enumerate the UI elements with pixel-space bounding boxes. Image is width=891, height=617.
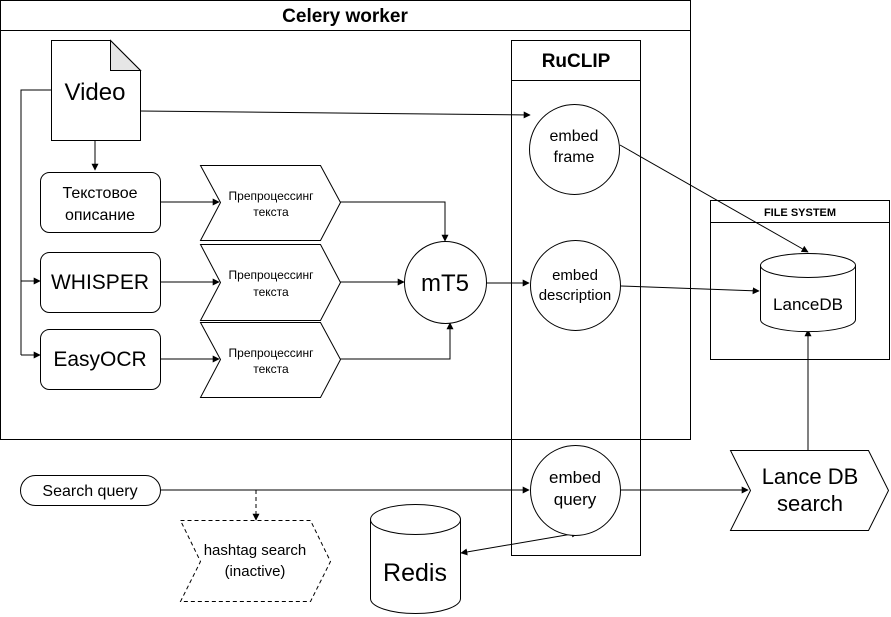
svg-text:hashtag search: hashtag search <box>204 542 307 559</box>
search-query-label: Search query <box>42 483 137 500</box>
text-description-line-2: описание <box>65 207 135 224</box>
lance-db-search-line-2: search <box>777 491 843 516</box>
embed-frame-line-2: frame <box>554 149 595 166</box>
preprocessing-1-line-2: текста <box>253 205 289 219</box>
text-description-node: Текстовое описание <box>40 172 161 233</box>
svg-text:описание: описание <box>65 207 135 224</box>
lance-db-search-line-1: Lance DB <box>762 464 859 489</box>
preprocessing-3-line-1: Препроцессинг <box>229 346 315 360</box>
svg-text:Препроцессинг: Препроцессинг <box>229 346 315 360</box>
svg-text:embed: embed <box>550 128 599 145</box>
svg-text:search: search <box>777 491 843 516</box>
search-query-node: Search query <box>20 475 161 506</box>
hashtag-search-line-1: hashtag search <box>204 542 307 559</box>
video-left-bus <box>20 89 51 355</box>
preprocessing-step-2: Препроцессинг текста <box>199 244 342 321</box>
svg-text:frame: frame <box>554 149 595 166</box>
svg-text:текста: текста <box>253 285 289 299</box>
arrow-video-to-embed-frame <box>139 110 531 119</box>
embed-frame-node: embed frame <box>529 104 620 195</box>
whisper-label: WHISPER <box>51 271 149 294</box>
preprocessing-2-line-1: Препроцессинг <box>229 268 315 282</box>
preprocessing-1-line-1: Препроцессинг <box>229 189 315 203</box>
text-description-line-1: Текстовое <box>62 185 137 202</box>
arrow-embed-description-to-lancedb <box>620 285 760 295</box>
easyocr-label: EasyOCR <box>53 348 146 371</box>
embed-query-node: embed query <box>530 445 621 536</box>
redis-node: Redis <box>370 504 461 614</box>
embed-description-node: embed description <box>530 240 621 331</box>
svg-text:Текстовое: Текстовое <box>62 185 137 202</box>
embed-description-line-2: description <box>539 287 612 304</box>
ruclip-container: RuCLIP <box>511 40 641 556</box>
embed-frame-line-1: embed <box>550 128 599 145</box>
svg-text:Lance DB: Lance DB <box>762 464 859 489</box>
svg-text:embed: embed <box>549 468 601 487</box>
preprocessing-3-line-2: текста <box>253 362 289 376</box>
preprocessing-2-line-2: текста <box>253 285 289 299</box>
embed-description-line-1: embed <box>552 267 598 284</box>
celery-worker-title: Celery worker <box>282 6 408 27</box>
lance-db-search-node: Lance DB search <box>729 450 890 531</box>
easyocr-node: EasyOCR <box>40 329 161 390</box>
arrow-preprocessing-3-to-mt5 <box>340 322 454 360</box>
svg-text:description: description <box>539 287 612 304</box>
mt5-node: mT5 <box>404 241 487 324</box>
connectors <box>20 89 812 556</box>
svg-text:Препроцессинг: Препроцессинг <box>229 268 315 282</box>
hashtag-search-node: hashtag search (inactive) <box>179 520 332 602</box>
arrow-embed-query-to-redis <box>460 530 579 556</box>
hashtag-search-line-2: (inactive) <box>225 563 286 580</box>
ruclip-title: RuCLIP <box>542 51 611 72</box>
file-system-title: FILE SYSTEM <box>764 207 836 219</box>
svg-text:текста: текста <box>253 205 289 219</box>
redis-label: Redis <box>383 559 447 587</box>
preprocessing-step-3: Препроцессинг текста <box>199 322 342 398</box>
preprocessing-step-1: Препроцессинг текста <box>199 165 342 241</box>
embed-query-line-2: query <box>554 490 597 509</box>
svg-text:текста: текста <box>253 362 289 376</box>
svg-text:query: query <box>554 490 597 509</box>
whisper-node: WHISPER <box>40 252 161 313</box>
arrow-embed-frame-to-lancedb <box>619 144 809 253</box>
svg-text:(inactive): (inactive) <box>225 563 286 580</box>
embed-query-line-1: embed <box>549 468 601 487</box>
svg-text:embed: embed <box>552 267 598 284</box>
video-node: Video <box>51 39 142 141</box>
arrow-preprocessing-1-to-mt5 <box>340 201 449 242</box>
lancedb-label: LanceDB <box>773 295 843 314</box>
lancedb-node: LanceDB <box>760 253 856 333</box>
svg-text:Препроцессинг: Препроцессинг <box>229 189 315 203</box>
mt5-label: mT5 <box>421 270 469 297</box>
video-label: Video <box>65 79 126 106</box>
